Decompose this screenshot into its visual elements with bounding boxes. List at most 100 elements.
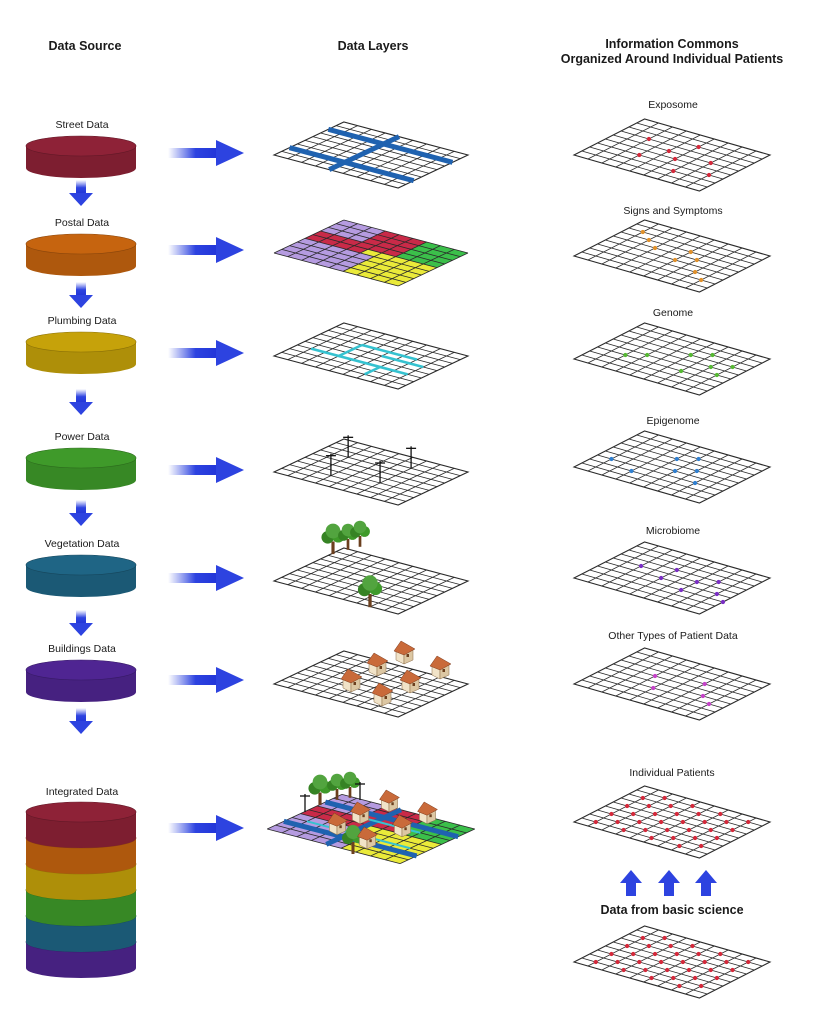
integrated-cell (355, 848, 379, 856)
postal-cell (356, 271, 379, 279)
street-grid-line (384, 150, 455, 185)
other-data-grid (572, 647, 772, 721)
genome-grid (572, 322, 772, 396)
tree-leaf (325, 523, 341, 539)
right-arrow-2-shaft (168, 348, 218, 358)
integrated-database-stack (25, 801, 137, 978)
layer-power-poles (272, 435, 470, 506)
integrated-cell (292, 813, 316, 822)
postal-cell (329, 264, 351, 272)
plumbing-grid-line (281, 351, 407, 386)
individual-patients-grid-dot (631, 811, 636, 817)
integrated-cell (370, 852, 394, 860)
other-data-grid-grid-line (636, 651, 763, 689)
exposome-grid-grid-line (628, 126, 755, 164)
genome-grid-grid-line (601, 330, 673, 368)
basic-science-grid-dot (686, 967, 692, 973)
exposome-grid-dot (646, 136, 652, 142)
individual-patients-grid-grid-line (589, 813, 716, 851)
epigenome-grid-dot (672, 468, 678, 474)
postal-cell (372, 264, 394, 272)
basic-science-grid-grid-line (581, 957, 708, 995)
signs-symptoms-grid-grid-line (629, 235, 701, 273)
plumbing-grid-line (301, 329, 372, 364)
basic-science-grid-grid-line (613, 941, 739, 979)
houses-grid-line (301, 657, 372, 692)
database-street-top (26, 136, 136, 156)
genome-grid-dot (714, 372, 719, 378)
layer-street-grid (272, 121, 470, 189)
individual-patients-grid-dot (662, 795, 667, 801)
up-arrow-1-head (658, 870, 680, 883)
postal-cell (393, 264, 416, 272)
genome-grid-grid-line (671, 350, 743, 388)
house-window (412, 683, 415, 686)
integrated-cell (436, 821, 461, 829)
down-arrow-1-head (69, 295, 93, 308)
integrated-house-roof (357, 826, 378, 841)
basic-science-grid-dot (677, 983, 682, 989)
epigenome-grid-grid-line (605, 450, 731, 488)
exposome-grid-grid-line (643, 138, 715, 176)
basic-science-grid-dot (692, 975, 698, 981)
street-grid-line (304, 139, 430, 174)
basic-science-grid-grid-line (636, 929, 763, 967)
street-grid-line (342, 139, 413, 174)
right-arrow-0 (168, 140, 244, 166)
basic-science-grid-grid-line (643, 945, 715, 983)
power-grid (272, 438, 470, 506)
basic-science-label: Data from basic science (600, 903, 743, 917)
epigenome-grid-dot (696, 456, 701, 462)
individual-patients-grid-dot (677, 843, 682, 849)
postal-cell (324, 245, 347, 253)
database-power-rim (25, 447, 137, 469)
individual-patients-label: Individual Patients (629, 767, 714, 779)
integrated-cell (428, 825, 452, 833)
integrated-tree-trunk (348, 787, 352, 798)
signs-symptoms-grid-dot (672, 257, 678, 263)
right-arrow-3 (168, 457, 244, 483)
individual-patients-grid-dot (730, 827, 735, 833)
integrated-cell (451, 825, 475, 833)
signs-symptoms-grid (572, 219, 772, 293)
individual-patients-grid-grid-line (601, 793, 673, 831)
power-grid-line (301, 445, 372, 480)
data-source-header: Data Source (49, 39, 122, 53)
integrated-cell (283, 817, 307, 826)
signs-symptoms-grid-grid-line (657, 243, 729, 281)
right-arrow-6-head (216, 815, 244, 841)
integrated-cell (385, 855, 409, 864)
genome-grid-grid-line (587, 326, 659, 364)
exposome-grid-grid (572, 118, 772, 192)
other-data-grid-grid-line (657, 671, 729, 709)
postal-cell (330, 253, 353, 261)
tree-trunk (358, 536, 362, 547)
power-grid-line (329, 453, 400, 488)
postal-cell (289, 242, 312, 250)
integrated-cell (281, 829, 306, 837)
basic-science-grid-grid-line (685, 957, 757, 995)
postal-cell (423, 260, 445, 268)
basic-science-grid-dot (609, 951, 614, 957)
trees-grid-line (281, 576, 407, 611)
other-data-grid-grid-line (613, 663, 739, 701)
individual-patients-grid-dot (637, 819, 642, 825)
signs-symptoms-grid-grid-line (589, 247, 716, 285)
plumbing-grid-line (304, 340, 430, 375)
signs-symptoms-grid-grid-line (628, 227, 755, 265)
integrated-cell (410, 844, 434, 853)
individual-patients-grid-dot (674, 811, 679, 817)
exposome-grid-grid-line (685, 150, 757, 188)
integrated-house (417, 801, 438, 825)
basic-science-grid-dot (640, 935, 645, 941)
up-arrow-2 (695, 870, 717, 896)
postal-grid-line (356, 241, 427, 276)
integrated-layer-5-side (26, 942, 136, 978)
genome-grid-grid (572, 322, 772, 396)
epigenome-grid-dot (674, 456, 679, 462)
basic-science-grid-grid-line (628, 933, 755, 971)
exposome-grid-grid-line (601, 126, 673, 164)
source-label-plumbing: Plumbing Data (48, 315, 117, 327)
microbiome-grid-dot (638, 563, 644, 569)
postal-cell (355, 231, 378, 239)
